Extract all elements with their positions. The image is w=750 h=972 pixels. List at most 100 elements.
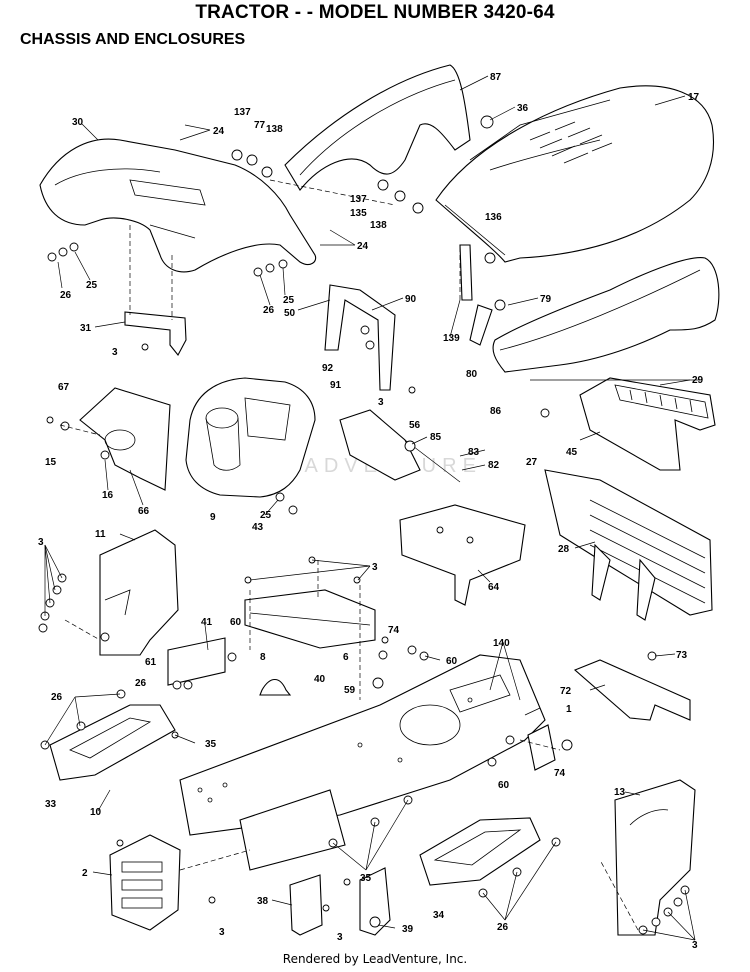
part-label: 59 xyxy=(344,685,356,696)
left-side-plate-part[interactable] xyxy=(99,529,179,656)
part-label: 139 xyxy=(443,333,460,344)
part-label: 36 xyxy=(517,103,529,114)
latch-part[interactable] xyxy=(459,244,493,346)
part-label: 138 xyxy=(370,220,387,231)
part-label: 66 xyxy=(138,506,150,517)
frame-part[interactable] xyxy=(179,654,546,871)
part-label: 10 xyxy=(90,807,102,818)
page-title: TRACTOR - - MODEL NUMBER 3420-64 xyxy=(195,2,555,23)
part-label: 3 xyxy=(337,932,343,943)
part-label: 67 xyxy=(58,382,70,393)
front-panel-part[interactable] xyxy=(492,257,720,373)
part-label: 79 xyxy=(540,294,552,305)
part-label: 137 xyxy=(350,194,367,205)
part-label: 56 xyxy=(409,420,421,431)
part-label: 3 xyxy=(378,397,384,408)
part-label: 29 xyxy=(692,375,704,386)
part-label: 64 xyxy=(488,582,500,593)
part-label: 26 xyxy=(60,290,72,301)
right-side-plate-part[interactable] xyxy=(614,779,696,936)
part-label: 83 xyxy=(468,447,480,458)
part-label: 34 xyxy=(433,910,445,921)
mounting-plate-part[interactable] xyxy=(399,504,526,606)
battery-plate-part[interactable] xyxy=(79,387,171,491)
part-label: 43 xyxy=(252,522,264,533)
part-label: 25 xyxy=(86,280,98,291)
part-label: 80 xyxy=(466,369,478,380)
part-label: 9 xyxy=(210,512,216,523)
part-label: 25 xyxy=(283,295,295,306)
part-label: 24 xyxy=(213,126,225,137)
part-label: 61 xyxy=(145,657,157,668)
hood-part[interactable] xyxy=(435,85,715,263)
part-label: 17 xyxy=(688,92,700,103)
part-label: 28 xyxy=(558,544,570,555)
part-label: 60 xyxy=(446,656,458,667)
part-label: 33 xyxy=(45,799,57,810)
left-footrest-part[interactable] xyxy=(49,704,176,781)
part-label: 38 xyxy=(257,896,269,907)
part-label: 30 xyxy=(72,117,84,128)
part-label: 136 xyxy=(485,212,502,223)
footer-credit: Rendered by LeadVenture, Inc. xyxy=(282,952,468,966)
hood-support-part[interactable] xyxy=(324,284,396,391)
part-label: 3 xyxy=(692,940,698,951)
part-label: 13 xyxy=(614,787,626,798)
part-label: 2 xyxy=(82,868,88,879)
part-label: 3 xyxy=(38,537,44,548)
part-label: 1 xyxy=(566,704,572,715)
part-label: 60 xyxy=(230,617,242,628)
part-label: 24 xyxy=(357,241,369,252)
part-label: 137 xyxy=(234,107,251,118)
right-bracket-part[interactable] xyxy=(573,659,691,721)
part-label: 74 xyxy=(554,768,566,779)
part-label: 135 xyxy=(350,208,367,219)
pedal-bracket-part[interactable] xyxy=(359,867,391,936)
part-label: 86 xyxy=(490,406,502,417)
part-label: 26 xyxy=(263,305,275,316)
part-label: 39 xyxy=(402,924,414,935)
part-labels: 87 36 17 30 24 137 77 138 137 135 138 13… xyxy=(38,72,704,951)
grille-part[interactable] xyxy=(544,469,713,621)
seat-pan-part[interactable] xyxy=(185,377,316,498)
bracket-part[interactable] xyxy=(339,409,461,483)
part-label: 140 xyxy=(493,638,510,649)
part-label: 40 xyxy=(314,674,326,685)
part-label: 90 xyxy=(405,294,417,305)
part-label: 85 xyxy=(430,432,442,443)
part-label: 26 xyxy=(51,692,63,703)
part-label: 138 xyxy=(266,124,283,135)
part-label: 35 xyxy=(360,873,372,884)
part-label: 3 xyxy=(372,562,378,573)
part-label: 3 xyxy=(112,347,118,358)
part-label: 91 xyxy=(330,380,342,391)
front-left-plate-part[interactable] xyxy=(109,834,181,931)
part-label: 3 xyxy=(219,927,225,938)
part-label: 26 xyxy=(497,922,509,933)
hood-rail-part[interactable] xyxy=(579,377,716,471)
part-label: 15 xyxy=(45,457,57,468)
leader-lines xyxy=(44,75,700,941)
alignment-lines xyxy=(59,179,639,931)
support-bracket-part[interactable] xyxy=(124,311,187,356)
part-label: 74 xyxy=(388,625,400,636)
right-footrest-part[interactable] xyxy=(419,817,541,886)
dash-console-part[interactable] xyxy=(39,138,317,273)
part-label: 26 xyxy=(135,678,147,689)
part-label: 25 xyxy=(260,510,272,521)
clip-part[interactable] xyxy=(259,678,292,696)
part-label: 31 xyxy=(80,323,92,334)
bracket-140-part[interactable] xyxy=(527,724,556,771)
part-label: 8 xyxy=(260,652,266,663)
section-title: CHASSIS AND ENCLOSURES xyxy=(20,31,246,48)
floor-plate-part[interactable] xyxy=(244,589,376,649)
side-plate-part[interactable] xyxy=(167,637,226,686)
brake-bracket-part[interactable] xyxy=(289,874,323,936)
part-label: 27 xyxy=(526,457,538,468)
side-panel-part[interactable] xyxy=(284,64,471,191)
part-label: 72 xyxy=(560,686,572,697)
part-label: 92 xyxy=(322,363,334,374)
part-label: 50 xyxy=(284,308,296,319)
part-label: 41 xyxy=(201,617,213,628)
